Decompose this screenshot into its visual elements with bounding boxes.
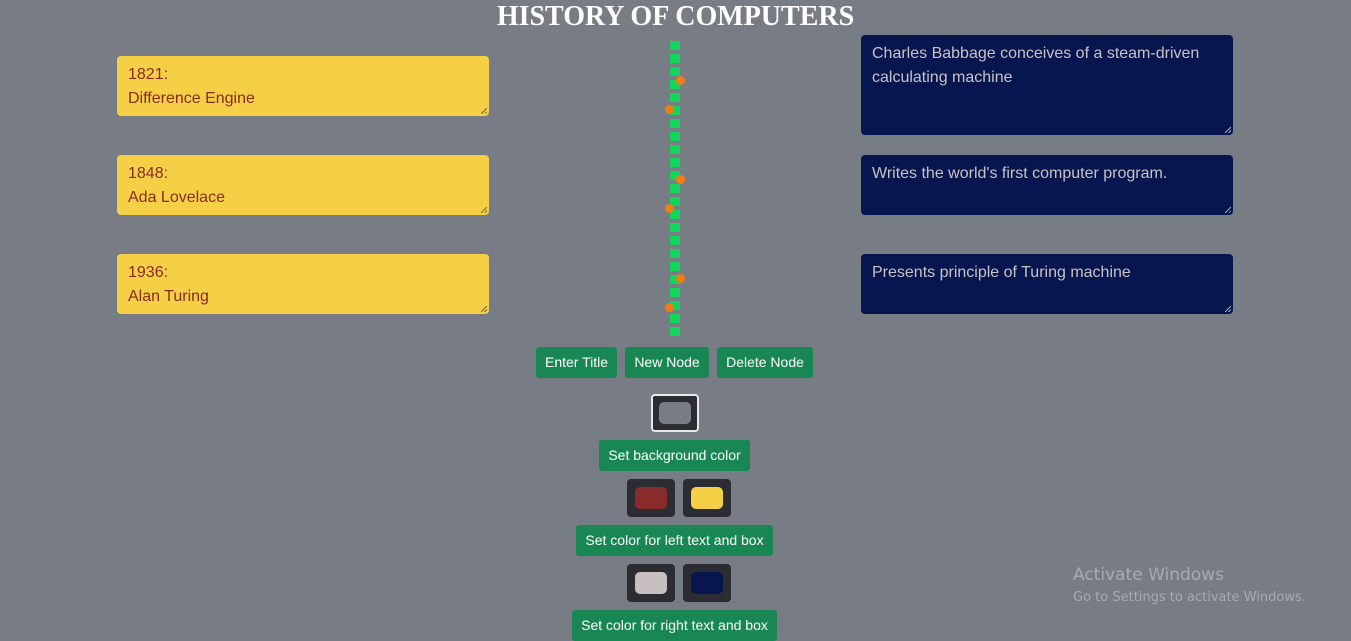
- left-text-color-swatch: [635, 487, 667, 509]
- right-textbox-3[interactable]: Presents principle of Turing machine: [861, 254, 1233, 314]
- delete-node-button[interactable]: Delete Node: [717, 347, 813, 378]
- new-node-button[interactable]: New Node: [625, 347, 709, 378]
- timeline-dot: [676, 76, 685, 85]
- set-right-color-button[interactable]: Set color for right text and box: [572, 610, 777, 641]
- background-color-picker[interactable]: [651, 394, 699, 432]
- left-textbox-3[interactable]: 1936: Alan Turing: [117, 254, 489, 314]
- timeline-dot: [665, 204, 674, 213]
- right-text-color-swatch: [635, 572, 667, 594]
- timeline-dot: [676, 274, 685, 283]
- left-textbox-1[interactable]: 1821: Difference Engine: [117, 56, 489, 116]
- timeline-dot: [665, 105, 674, 114]
- page-title: HISTORY OF COMPUTERS: [496, 1, 855, 32]
- right-textbox-1[interactable]: Charles Babbage conceives of a steam-dri…: [861, 35, 1233, 135]
- timeline-dot: [676, 175, 685, 184]
- background-color-swatch: [659, 402, 691, 424]
- watermark-title: Activate Windows: [1073, 565, 1224, 585]
- set-left-color-button[interactable]: Set color for left text and box: [576, 525, 773, 556]
- left-box-color-swatch: [691, 487, 723, 509]
- left-text-color-picker[interactable]: [627, 479, 675, 517]
- right-box-color-swatch: [691, 572, 723, 594]
- timeline-line: [670, 41, 680, 339]
- set-background-color-button[interactable]: Set background color: [599, 440, 750, 471]
- enter-title-button[interactable]: Enter Title: [536, 347, 617, 378]
- right-box-color-picker[interactable]: [683, 564, 731, 602]
- timeline-dot: [665, 303, 674, 312]
- right-textbox-2[interactable]: Writes the world's first computer progra…: [861, 155, 1233, 215]
- right-text-color-picker[interactable]: [627, 564, 675, 602]
- left-textbox-2[interactable]: 1848: Ada Lovelace: [117, 155, 489, 215]
- activate-windows-watermark: Activate Windows Go to Settings to activ…: [1073, 564, 1306, 608]
- left-box-color-picker[interactable]: [683, 479, 731, 517]
- watermark-subtitle: Go to Settings to activate Windows.: [1073, 590, 1306, 605]
